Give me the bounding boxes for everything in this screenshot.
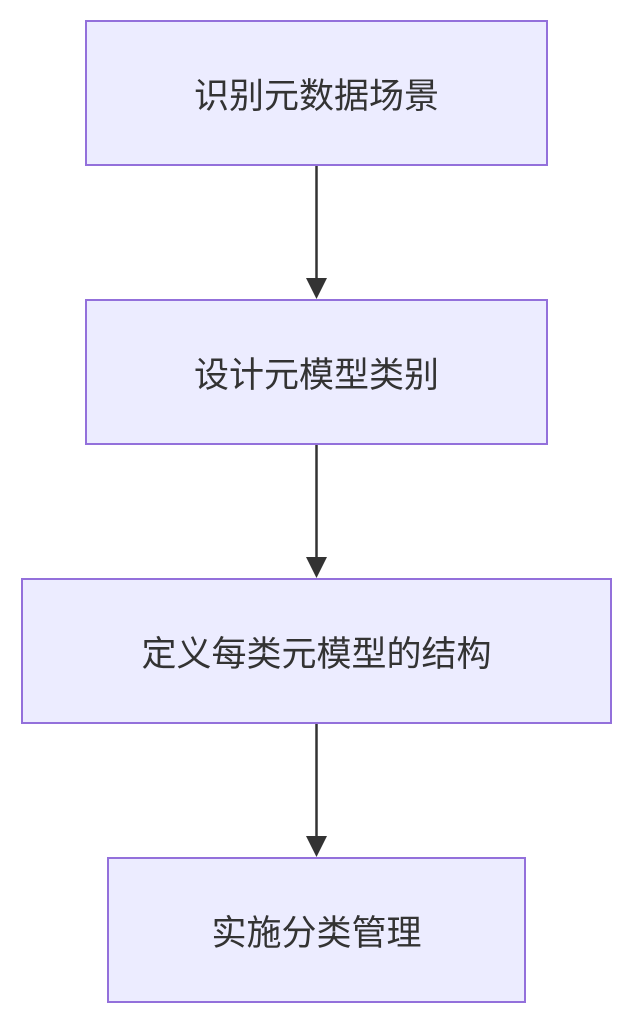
edge-n1-n2 bbox=[306, 166, 327, 299]
edge-n3-n4 bbox=[306, 724, 327, 857]
arrowhead-icon bbox=[306, 836, 327, 857]
arrowhead-icon bbox=[306, 278, 327, 299]
flow-node-implement-category-management: 实施分类管理 bbox=[107, 857, 526, 1003]
edge-n2-n3 bbox=[306, 445, 327, 578]
flow-node-design-metamodel-categories: 设计元模型类别 bbox=[85, 299, 548, 445]
flow-node-define-metamodel-structure: 定义每类元模型的结构 bbox=[21, 578, 612, 724]
flow-node-label: 设计元模型类别 bbox=[193, 355, 439, 396]
arrowhead-icon bbox=[306, 557, 327, 578]
flow-node-label: 识别元数据场景 bbox=[193, 76, 439, 117]
flow-node-label: 定义每类元模型的结构 bbox=[141, 634, 492, 675]
flow-node-identify-metadata-scenarios: 识别元数据场景 bbox=[85, 20, 548, 166]
flow-node-label: 实施分类管理 bbox=[211, 913, 422, 954]
